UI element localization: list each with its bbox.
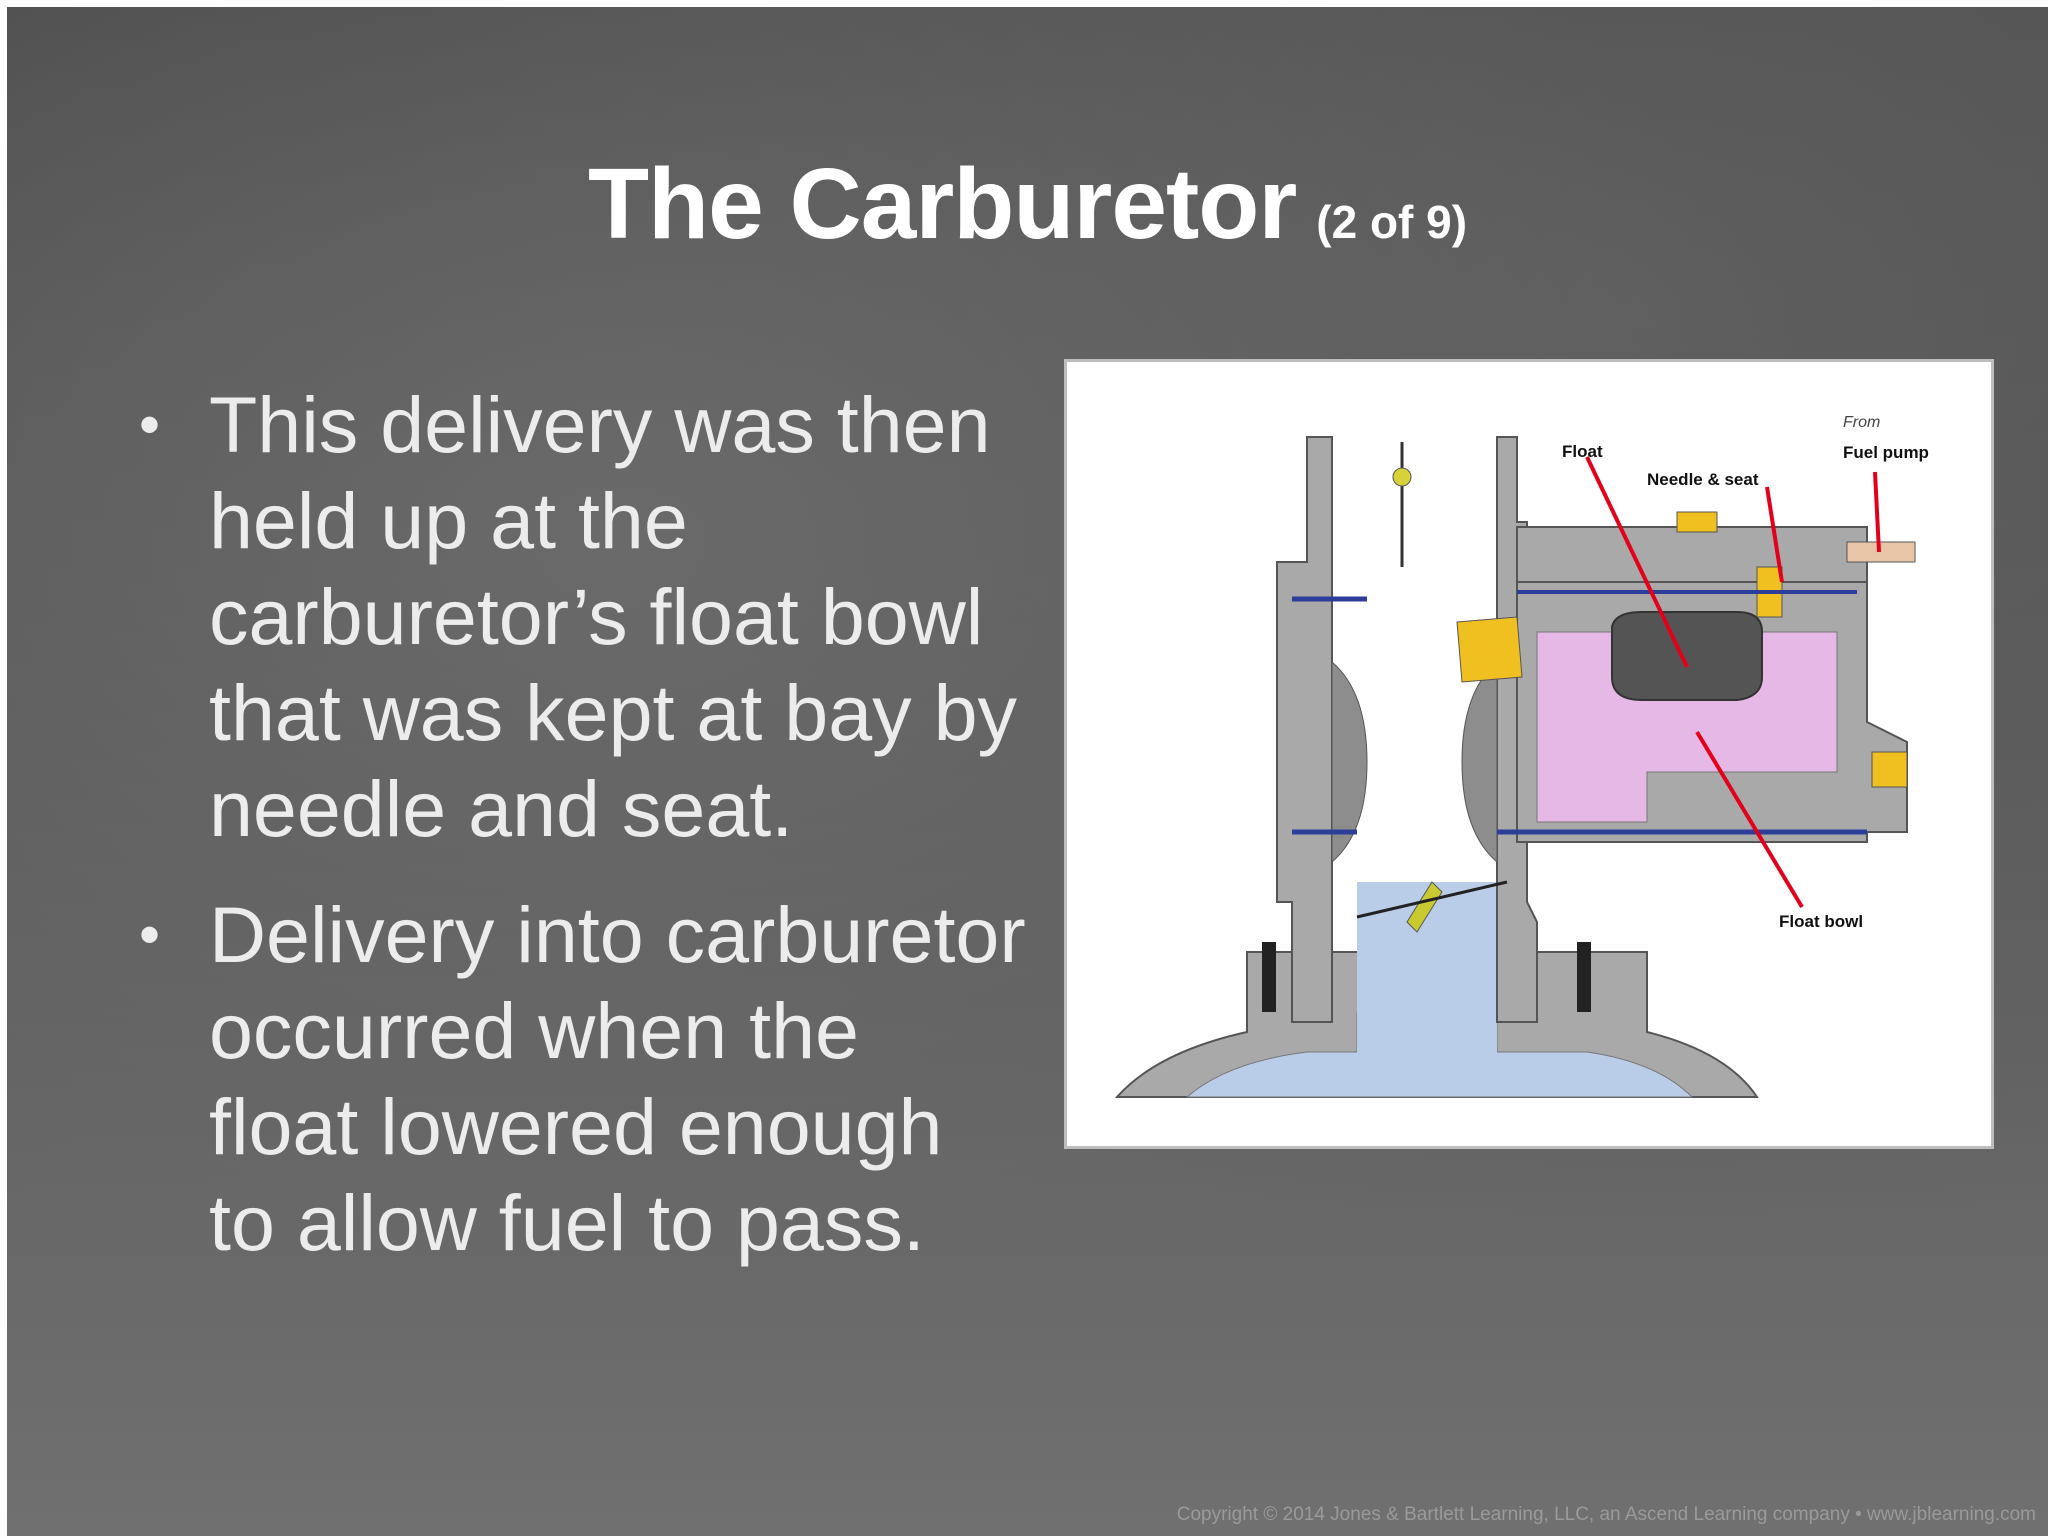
label-fuel-pump: Fuel pump	[1843, 443, 1929, 462]
label-float: Float	[1562, 442, 1603, 461]
carburetor-diagram: Float Needle & seat From Fuel pump Float…	[1064, 359, 1994, 1149]
bullet-text: Delivery into carburetor occurred when t…	[209, 890, 1026, 1267]
venturi-left	[1331, 660, 1368, 864]
label-from: From	[1843, 414, 1880, 431]
brass-tab	[1676, 511, 1718, 533]
choke-shaft	[1392, 467, 1412, 487]
top-cover	[1516, 526, 1868, 583]
label-float-bowl: Float bowl	[1779, 912, 1863, 931]
copyright-footer: Copyright © 2014 Jones & Bartlett Learni…	[1176, 1504, 2036, 1525]
leader-float-bowl	[1695, 730, 1804, 909]
bullet-text: This delivery was then held up at the ca…	[209, 380, 1018, 853]
fuel-inlet	[1846, 541, 1916, 563]
label-needle-seat: Needle & seat	[1647, 470, 1759, 489]
choke-fitting	[1456, 616, 1523, 683]
carburetor-diagram-svg: Float Needle & seat From Fuel pump Float…	[1114, 414, 1929, 1098]
title-slide-count: (2 of 9)	[1316, 196, 1468, 248]
bullet-dot-icon: •	[139, 391, 161, 458]
left-throat-wall	[1276, 436, 1333, 1023]
bullet-list: • This delivery was then held up at the …	[127, 377, 1027, 1301]
venturi-right	[1461, 660, 1498, 864]
base-bolt-left	[1262, 942, 1276, 1012]
accelerator-pump-fitting	[1871, 751, 1908, 788]
leader-needle	[1765, 486, 1784, 583]
throttle-plate	[1406, 881, 1443, 933]
float	[1611, 611, 1763, 701]
bullet-dot-icon: •	[139, 901, 161, 968]
throttle-linkage	[1356, 880, 1508, 919]
bullet-item: • Delivery into carburetor occurred when…	[127, 887, 1027, 1271]
leader-float	[1585, 456, 1689, 668]
slide: The Carburetor (2 of 9) • This delivery w…	[7, 7, 2048, 1536]
title-main: The Carburetor	[587, 148, 1297, 260]
base-bolt-right	[1577, 942, 1591, 1012]
bullet-item: • This delivery was then held up at the …	[127, 377, 1027, 857]
slide-title: The Carburetor (2 of 9)	[7, 147, 2048, 262]
leader-fuel-pump	[1873, 471, 1881, 553]
